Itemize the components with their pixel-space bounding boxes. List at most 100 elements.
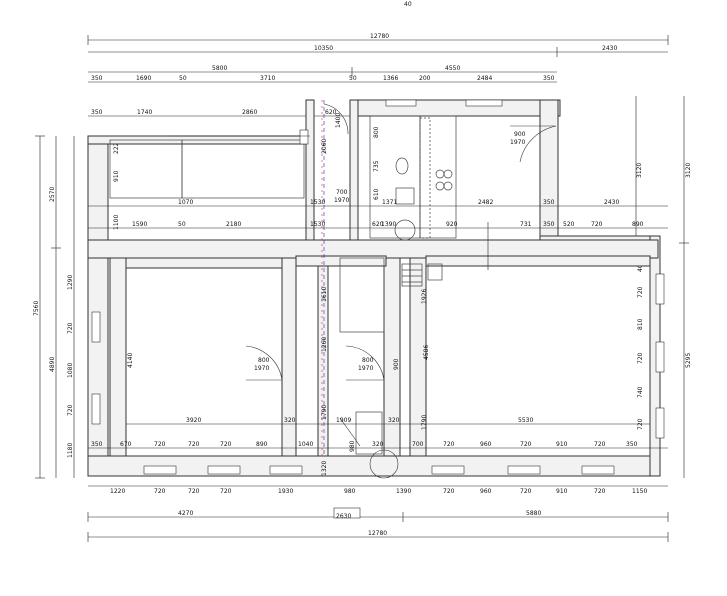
toilet-icon	[395, 157, 409, 175]
dim-inner-bottom-0: 350	[91, 441, 103, 448]
building-walls	[87, 99, 661, 477]
dim-mid1-4: 350	[543, 199, 555, 206]
dim-mid2-1: 50	[178, 221, 186, 228]
dim-mid1-1: 1530	[310, 199, 325, 206]
dim-room-2: 1909	[336, 417, 351, 424]
dim-kitchen-0: 800	[373, 126, 380, 138]
dim-inner-bottom-7: 720	[443, 441, 455, 448]
dim-room-0: 3920	[186, 417, 201, 424]
dim-mid1-0: 1070	[178, 199, 193, 206]
dim-bottom-8: 960	[480, 488, 492, 495]
dim-left-a: 2570	[49, 187, 56, 202]
dim-center-3: 980	[349, 440, 356, 452]
windows	[91, 99, 665, 475]
dim-bottom-4: 1930	[278, 488, 293, 495]
stairs-icon	[401, 263, 423, 287]
dim-mid1-5: 2430	[604, 199, 619, 206]
top-marker: 40	[404, 1, 412, 8]
dim-left-seg-1: 720	[67, 322, 74, 334]
dim-bottom-center: 2630	[336, 513, 351, 520]
dim-left-inner-2: 1100	[113, 215, 120, 230]
dim-mid2-9: 520	[563, 221, 575, 228]
mid-dimensions: 1070 1530 1371 2482 350 2430 1590 50 218…	[88, 199, 668, 229]
door-1-width: 900	[514, 131, 526, 138]
dim-bottom-3: 720	[220, 488, 232, 495]
dim-center-6: 1790	[321, 405, 328, 420]
dim-bottom-1: 720	[154, 488, 166, 495]
dim-row3-a: 5800	[212, 65, 227, 72]
dim-bottom-12: 1150	[632, 488, 647, 495]
dim-center-0: 4586	[423, 345, 430, 360]
center-vertical-dimensions: 4586 1926 1790 980 900 1610 1790 1260 13…	[321, 113, 430, 476]
dim-row5-1: 1740	[137, 109, 152, 116]
door-3-height: 1970	[358, 365, 373, 372]
dim-inner-bottom-5: 890	[256, 441, 268, 448]
dim-row4-1: 1690	[136, 75, 151, 82]
dim-left-seg-4: 1180	[67, 443, 74, 458]
dim-row4-5: 1366	[383, 75, 398, 82]
dim-row4-8: 350	[543, 75, 555, 82]
dim-row4-2: 50	[179, 75, 187, 82]
dim-bottom-7: 720	[443, 488, 455, 495]
dim-right-inner-a: 3120	[636, 163, 643, 178]
dim-mid2-3: 1530	[310, 221, 325, 228]
dim-left-inner-1: 910	[113, 170, 120, 182]
dim-row2-b: 2430	[602, 45, 617, 52]
dim-room-1: 320	[284, 417, 296, 424]
door-3-width: 800	[362, 357, 374, 364]
dim-left-seg-3: 720	[67, 404, 74, 416]
dim-row5-0: 350	[91, 109, 103, 116]
dim-bottom-5: 980	[344, 488, 356, 495]
dim-kitchen-2: 610	[373, 188, 380, 200]
dim-inner-bottom-4: 720	[220, 441, 232, 448]
dim-mid2-2: 2180	[226, 221, 241, 228]
dim-left-b: 4890	[49, 357, 56, 372]
dim-bottom-9: 720	[520, 488, 532, 495]
dim-left-seg-0: 1290	[67, 275, 74, 290]
dim-row5-2: 2860	[242, 109, 257, 116]
dim-bottom-half-a: 4270	[178, 510, 193, 517]
dim-room-4: 5530	[518, 417, 533, 424]
dim-kitchen-1: 735	[373, 160, 380, 172]
dim-inner-small-2: 320	[372, 441, 384, 448]
dim-right-outer-b: 5295	[685, 353, 692, 368]
dim-right-seg-4: 740	[637, 386, 644, 398]
dim-center-7: 1260	[321, 337, 328, 352]
dim-mid2-11: 890	[632, 221, 644, 228]
dim-center-1: 1926	[421, 289, 428, 304]
dim-left-room: 4140	[127, 353, 134, 368]
dim-right-seg-3: 720	[637, 352, 644, 364]
dim-row2-a: 10350	[314, 45, 333, 52]
dim-row3-b: 4550	[445, 65, 460, 72]
dim-overall-top: 12780	[370, 33, 389, 40]
doors	[245, 103, 557, 479]
dim-inner-bottom-11: 720	[594, 441, 606, 448]
door-swing-2	[245, 345, 283, 381]
dim-left-inner-0: 2220	[113, 139, 120, 154]
dim-kitchen-4: 1400	[335, 113, 342, 128]
dim-mid2-5: 1390	[381, 221, 396, 228]
dim-mid1-3: 2482	[478, 199, 493, 206]
door-labels: 900 1970 800 1970 800 1970 700 1970	[254, 131, 526, 372]
dim-left-outer: 7560	[33, 301, 40, 316]
door-4-width: 700	[336, 189, 348, 196]
sink-icon	[395, 187, 415, 205]
dim-row4-4: 50	[349, 75, 357, 82]
dim-mid2-0: 1590	[132, 221, 147, 228]
dim-mid2-8: 350	[543, 221, 555, 228]
dim-center-2: 1790	[421, 415, 428, 430]
basin-icon	[394, 219, 416, 241]
door-swing-1	[510, 125, 557, 163]
dim-bottom-11: 720	[594, 488, 606, 495]
door-1-height: 1970	[510, 139, 525, 146]
dim-inner-bottom-2: 720	[154, 441, 166, 448]
utility-lines	[170, 100, 489, 456]
dim-overall-bottom: 12780	[368, 530, 387, 537]
dim-right-seg-2: 810	[637, 318, 644, 330]
door-swing-3	[345, 345, 385, 381]
kitchen-sink-icon	[427, 263, 443, 281]
bottom-dimension-lines: 1220 720 720 720 1930 980 1390 720 960 7…	[87, 485, 669, 542]
dim-center-4: 900	[393, 358, 400, 370]
dim-mid2-4: 620	[372, 221, 384, 228]
